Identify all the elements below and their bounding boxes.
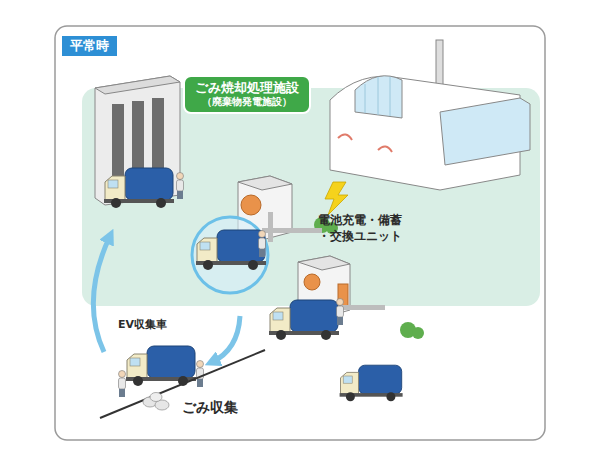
vehicle-label: EV収集車 bbox=[118, 318, 167, 332]
collection-label: ごみ収集 bbox=[182, 398, 238, 416]
facility-box: ごみ焼却処理施設（廃棄物発電施設） bbox=[183, 75, 311, 114]
node-subtext: （廃棄物発電施設） bbox=[195, 96, 299, 109]
tab-label: 平常時 bbox=[62, 36, 117, 56]
unit-label: 電池充電・備蓄 ・交換ユニット bbox=[318, 213, 409, 244]
node-heading: 平常時 bbox=[70, 38, 109, 54]
node-heading: ごみ焼却処理施設 bbox=[195, 80, 299, 96]
